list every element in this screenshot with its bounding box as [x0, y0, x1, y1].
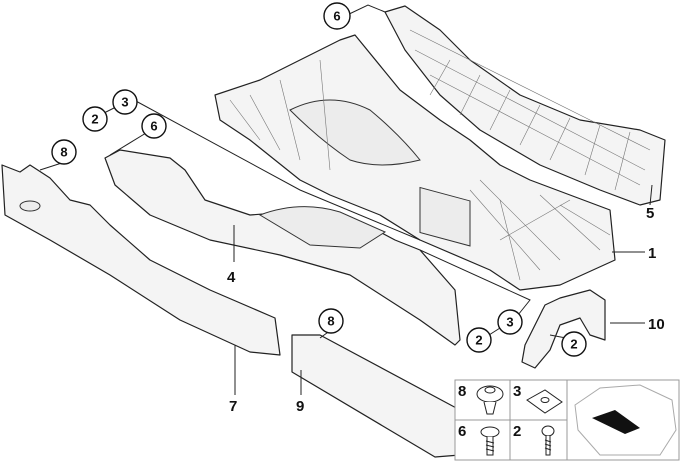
clip-icon — [476, 385, 504, 415]
part-5-rail — [384, 5, 666, 206]
callout-label: 2 — [475, 333, 482, 348]
screw-icon — [541, 425, 555, 456]
callout-left-6[interactable]: 6 — [141, 113, 167, 139]
legend-number-8: 8 — [458, 383, 466, 400]
screw-icon — [480, 426, 500, 456]
callout-bracket-2[interactable]: 2 — [561, 331, 587, 357]
legend-number-2: 2 — [513, 423, 521, 440]
part-number-9[interactable]: 9 — [296, 398, 304, 415]
callout-label: 3 — [506, 315, 513, 330]
part-number-7[interactable]: 7 — [229, 398, 237, 415]
callout-top-6[interactable]: 6 — [323, 2, 351, 30]
part-7-panel — [1, 164, 281, 356]
callout-mid-8[interactable]: 8 — [318, 308, 344, 334]
callout-label: 8 — [327, 314, 334, 329]
part-9-cover — [291, 334, 461, 458]
callout-label: 3 — [121, 95, 128, 110]
callout-label: 6 — [150, 119, 157, 134]
car-location-icon — [574, 384, 677, 456]
callout-label: 2 — [570, 337, 577, 352]
part-number-5[interactable]: 5 — [646, 205, 654, 222]
callout-label: 6 — [333, 9, 340, 24]
callout-left-8[interactable]: 8 — [51, 139, 77, 165]
fastener-legend: 8 3 6 2 — [454, 379, 680, 461]
callout-left-2[interactable]: 2 — [82, 106, 108, 132]
spring-nut-icon — [526, 389, 563, 414]
legend-number-6: 6 — [458, 423, 466, 440]
callout-mid-3[interactable]: 3 — [497, 309, 523, 335]
part-number-1[interactable]: 1 — [648, 245, 656, 262]
part-10-bracket — [521, 289, 606, 369]
part-number-10[interactable]: 10 — [648, 316, 665, 333]
callout-mid-2[interactable]: 2 — [466, 327, 492, 353]
legend-number-3: 3 — [513, 383, 521, 400]
callout-label: 2 — [91, 112, 98, 127]
part-number-4[interactable]: 4 — [227, 269, 236, 286]
callout-label: 8 — [60, 145, 67, 160]
part-1-carrier — [214, 34, 616, 291]
leader-lines — [39, 4, 653, 395]
callout-left-3[interactable]: 3 — [112, 89, 138, 115]
